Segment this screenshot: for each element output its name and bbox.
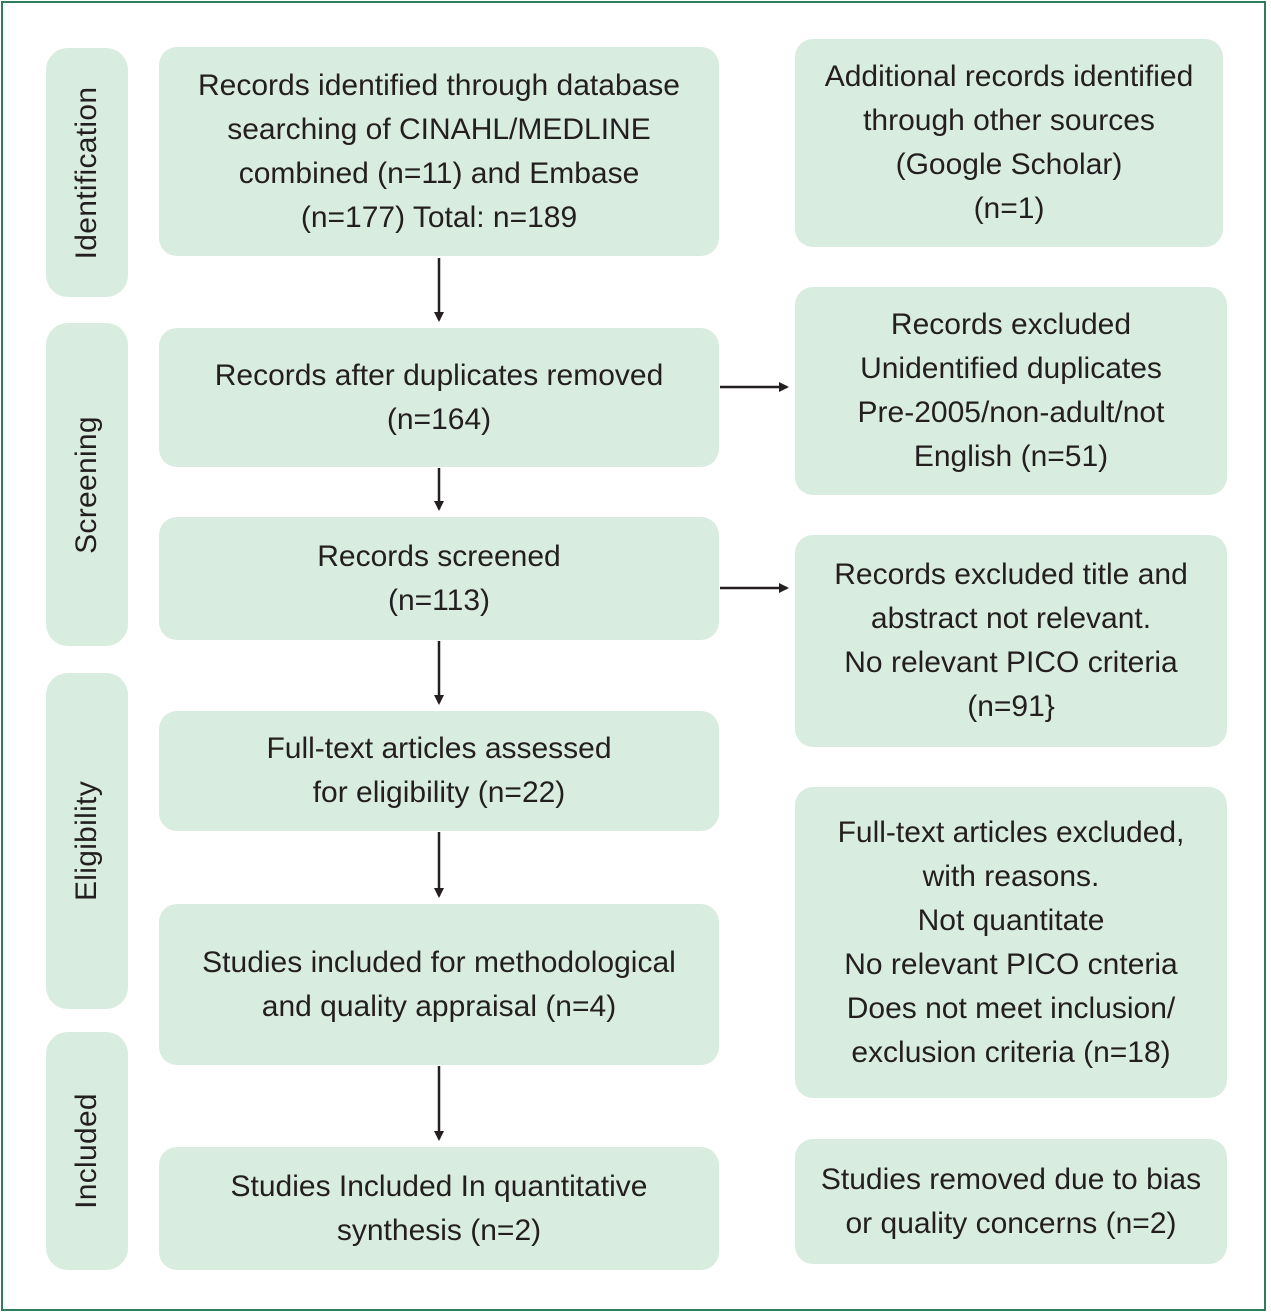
box-methodological-appraisal: Studies included for methodological and …: [159, 904, 719, 1065]
box-after-duplicates: Records after duplicates removed (n=164): [159, 328, 719, 467]
box-line: Records identified through database: [198, 68, 680, 102]
box-additional-records: Additional records identified through ot…: [795, 39, 1223, 247]
box-line: with reasons.: [922, 859, 1100, 893]
box-line: Full-text articles assessed: [266, 732, 612, 765]
box-excluded-duplicates: Records excluded Unidentified duplicates…: [795, 287, 1227, 495]
box-line: Full-text articles excluded,: [837, 815, 1185, 849]
box-line: (n=91}: [967, 690, 1055, 723]
box-line: Studies removed due to bias: [820, 1162, 1202, 1196]
box-line: Records excluded title and: [834, 558, 1188, 591]
box-line: searching of CINAHL/MEDLINE: [227, 112, 651, 146]
stage-included: Included: [46, 1032, 128, 1270]
box-line: No relevant PICO cnteria: [844, 947, 1178, 981]
box-line: No relevant PICO criteria: [844, 646, 1178, 679]
box-line: (Google Scholar): [895, 148, 1123, 181]
box-line: (n=164): [386, 402, 492, 436]
box-excluded-full-text: Full-text articles excluded, with reason…: [795, 787, 1227, 1098]
box-line: synthesis (n=2): [336, 1213, 542, 1247]
box-line: Records after duplicates removed: [214, 358, 664, 392]
box-quantitative-synthesis: Studies Included In quantitative synthes…: [159, 1147, 719, 1270]
box-line: Not quantitate: [917, 903, 1105, 937]
box-line: (n=177) Total: n=189: [300, 200, 578, 234]
box-removed-bias: Studies removed due to bias or quality c…: [795, 1139, 1227, 1264]
box-line: Pre-2005/non-adult/not: [857, 396, 1165, 429]
box-line: or quality concerns (n=2): [845, 1206, 1177, 1240]
box-line: abstract not relevant.: [870, 602, 1152, 635]
box-full-text-assessed: Full-text articles assessed for eligibil…: [159, 711, 719, 831]
box-line: (n=1): [973, 192, 1045, 225]
stage-eligibility: Eligibility: [46, 673, 128, 1009]
box-records-screened: Records screened (n=113): [159, 517, 719, 640]
stage-screening: Screening: [46, 323, 128, 646]
box-line: exclusion criteria (n=18): [851, 1035, 1171, 1069]
box-line: English (n=51): [913, 440, 1109, 473]
box-line: combined (n=11) and Embase: [238, 156, 640, 190]
box-line: (n=113): [387, 583, 490, 617]
box-excluded-title-abstract: Records excluded title and abstract not …: [795, 535, 1227, 747]
box-line: Studies included for methodological: [202, 945, 676, 979]
box-line: Studies Included In quantitative: [230, 1169, 648, 1203]
box-line: and quality appraisal (n=4): [261, 989, 617, 1023]
box-line: Additional records identified: [824, 60, 1194, 93]
stage-identification: Identification: [46, 48, 128, 297]
box-line: for eligibility (n=22): [312, 776, 566, 809]
box-line: Does not meet inclusion/: [846, 991, 1176, 1025]
box-line: through other sources: [863, 104, 1155, 137]
box-records-identified: Records identified through database sear…: [159, 47, 719, 256]
box-line: Records excluded: [890, 308, 1132, 341]
box-line: Unidentified duplicates: [860, 352, 1162, 385]
box-line: Records screened: [317, 539, 561, 573]
